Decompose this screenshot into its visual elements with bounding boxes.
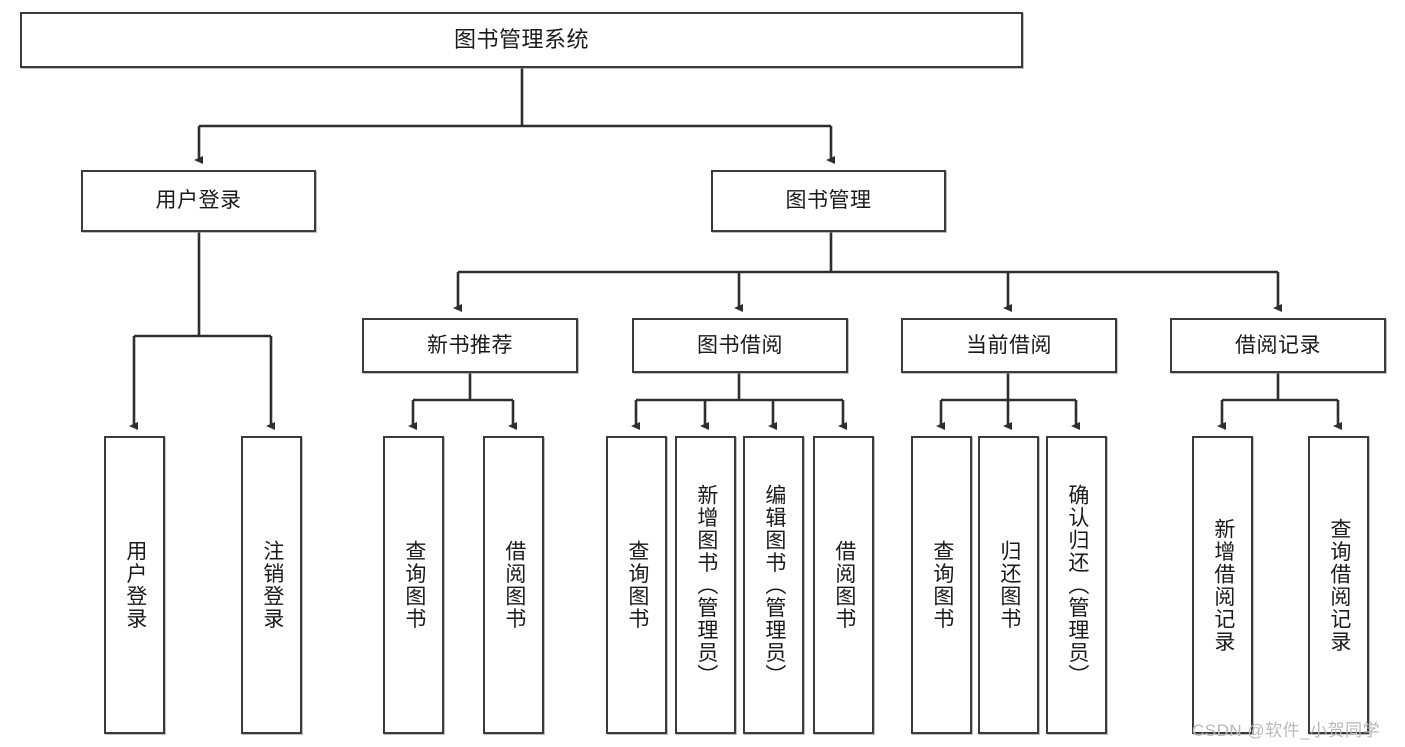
leaf-borrow-record-query[interactable]: 查询借阅记录	[1308, 436, 1369, 734]
node-label: 借阅图书	[502, 540, 526, 630]
node-root-system[interactable]: 图书管理系统	[20, 12, 1023, 68]
node-label: 归还图书	[997, 540, 1021, 630]
node-book-management[interactable]: 图书管理	[711, 170, 946, 232]
node-label: 用户登录	[155, 189, 242, 213]
node-borrow-record[interactable]: 借阅记录	[1170, 318, 1386, 373]
leaf-book-borrow-edit[interactable]: 编辑图书（管理员）	[743, 436, 804, 734]
leaf-current-borrow-query[interactable]: 查询图书	[911, 436, 972, 734]
node-label: 用户登录	[123, 540, 147, 630]
leaf-current-borrow-confirm-return[interactable]: 确认归还（管理员）	[1046, 436, 1107, 734]
node-label: 编辑图书（管理员）	[762, 483, 786, 687]
leaf-user-login-login[interactable]: 用户登录	[104, 436, 165, 734]
leaf-book-borrow-add[interactable]: 新增图书（管理员）	[675, 436, 736, 734]
node-label: 当前借阅	[966, 333, 1052, 357]
node-label: 图书借阅	[697, 333, 783, 357]
node-label: 确认归还（管理员）	[1065, 483, 1089, 687]
node-book-borrow[interactable]: 图书借阅	[632, 318, 848, 373]
node-label: 查询图书	[930, 540, 954, 630]
node-label: 新增图书（管理员）	[694, 483, 718, 687]
node-label: 图书管理	[785, 189, 872, 213]
node-label: 注销登录	[260, 540, 284, 630]
leaf-new-book-query[interactable]: 查询图书	[383, 436, 444, 734]
node-label: 查询借阅记录	[1327, 517, 1351, 653]
node-label: 新书推荐	[427, 333, 513, 357]
leaf-book-borrow-query[interactable]: 查询图书	[606, 436, 667, 734]
node-label: 查询图书	[625, 540, 649, 630]
node-label: 图书管理系统	[453, 26, 589, 52]
node-current-borrow[interactable]: 当前借阅	[901, 318, 1117, 373]
leaf-new-book-borrow[interactable]: 借阅图书	[483, 436, 544, 734]
leaf-user-login-logout[interactable]: 注销登录	[241, 436, 302, 734]
leaf-borrow-record-add[interactable]: 新增借阅记录	[1192, 436, 1253, 734]
node-label: 借阅记录	[1235, 333, 1321, 357]
node-label: 新增借阅记录	[1211, 517, 1235, 653]
csdn-watermark: CSDN @软件_小贺同学	[1192, 721, 1381, 740]
node-label: 借阅图书	[832, 540, 856, 630]
leaf-current-borrow-return[interactable]: 归还图书	[978, 436, 1039, 734]
node-new-book-recommend[interactable]: 新书推荐	[362, 318, 578, 373]
leaf-book-borrow-borrow[interactable]: 借阅图书	[813, 436, 874, 734]
node-label: 查询图书	[402, 540, 426, 630]
node-user-login[interactable]: 用户登录	[81, 170, 316, 232]
